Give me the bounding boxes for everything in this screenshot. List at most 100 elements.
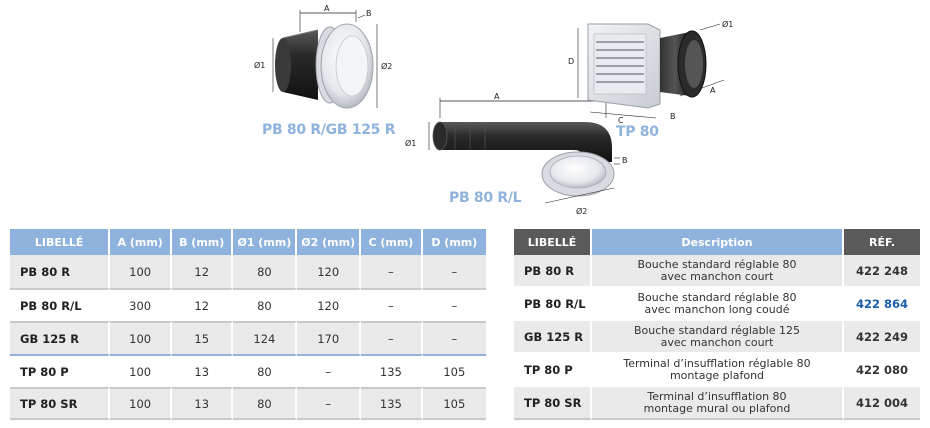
cell-o1: 80: [233, 387, 298, 420]
col-header-ref: RÉF.: [844, 229, 920, 255]
table-row: TP 80 P 100 13 80 – 135 105: [10, 354, 486, 387]
dim-d-label: D: [568, 57, 574, 66]
row-reference-highlighted: 422 864: [844, 288, 920, 321]
cell-o2: –: [297, 354, 362, 387]
dim-a-label: A: [494, 92, 500, 101]
row-reference: 412 004: [844, 387, 920, 420]
dimensions-table: LIBELLÉ A (mm) B (mm) Ø1 (mm) Ø2 (mm) C …: [10, 229, 486, 420]
dim-o1-label: Ø1: [405, 138, 416, 148]
cell-b: 13: [171, 387, 234, 420]
col-header-libelle: LIBELLÉ: [514, 229, 592, 255]
cell-c: 135: [361, 387, 423, 420]
table-row: TP 80 SR 100 13 80 – 135 105: [10, 387, 486, 420]
col-header-a: A (mm): [110, 229, 172, 255]
cell-c: –: [361, 255, 423, 288]
cell-o1: 80: [233, 255, 298, 288]
description-line: montage mural ou plafond: [643, 401, 791, 415]
row-description: Terminal d’insufflation réglable 80 mont…: [592, 354, 844, 387]
table-row: TP 80 SR Terminal d’insufflation 80 mont…: [514, 387, 920, 420]
cell-b: 12: [171, 255, 234, 288]
cell-b: 12: [171, 288, 234, 321]
tp80-drawing: D C B A Ø1: [568, 19, 733, 125]
description-line: avec manchon court: [660, 269, 774, 283]
dim-b-label: B: [366, 9, 372, 18]
pb80r-gb125r-drawing: A B Ø1 Ø2: [254, 4, 392, 109]
table-row: PB 80 R Bouche standard réglable 80 avec…: [514, 255, 920, 288]
dim-c-label: C: [618, 116, 624, 125]
table-row: PB 80 R/L Bouche standard réglable 80 av…: [514, 288, 920, 321]
description-line: montage plafond: [669, 368, 765, 382]
dim-o1-label: Ø1: [254, 60, 265, 70]
cell-a: 100: [110, 387, 172, 420]
row-reference: 422 248: [844, 255, 920, 288]
col-header-o2: Ø2 (mm): [297, 229, 362, 255]
table-row: GB 125 R Bouche standard réglable 125 av…: [514, 321, 920, 354]
cell-d: 105: [422, 387, 486, 420]
cell-o2: 170: [297, 321, 362, 354]
caption-pb80rl: PB 80 R/L: [449, 190, 522, 206]
cell-a: 100: [110, 255, 172, 288]
product-illustrations: A B Ø1 Ø2 A: [254, 4, 733, 216]
col-header-o1: Ø1 (mm): [233, 229, 298, 255]
dim-b-label: B: [622, 156, 628, 165]
caption-pb80r-gb125r: PB 80 R/GB 125 R: [262, 122, 396, 138]
cell-b: 13: [171, 354, 234, 387]
description-line: Bouche standard réglable 80: [637, 257, 797, 271]
table-row: GB 125 R 100 15 124 170 – –: [10, 321, 486, 354]
dim-o1-label: Ø1: [722, 19, 733, 29]
row-description: Bouche standard réglable 80 avec manchon…: [592, 288, 844, 321]
cell-d: 105: [422, 354, 486, 387]
cell-o2: 120: [297, 255, 362, 288]
cell-c: –: [361, 321, 423, 354]
row-label: PB 80 R/L: [514, 288, 592, 321]
cell-d: –: [422, 288, 486, 321]
cell-o1: 80: [233, 354, 298, 387]
col-header-libelle: LIBELLÉ: [10, 229, 111, 255]
caption-tp80: TP 80: [616, 124, 659, 140]
col-header-d: D (mm): [422, 229, 486, 255]
col-header-description: Description: [592, 229, 844, 255]
col-header-b: B (mm): [171, 229, 234, 255]
cell-o2: 120: [297, 288, 362, 321]
description-line: Bouche standard réglable 125: [634, 323, 800, 337]
cell-o1: 80: [233, 288, 298, 321]
dim-b-label: B: [670, 112, 676, 121]
table-row: TP 80 P Terminal d’insufflation réglable…: [514, 354, 920, 387]
cell-a: 300: [110, 288, 172, 321]
cell-o1: 124: [233, 321, 298, 354]
dim-o2-label: Ø2: [381, 61, 392, 71]
cell-d: –: [422, 255, 486, 288]
product-drawings: A B Ø1 Ø2 A: [254, 4, 733, 216]
description-line: Terminal d’insufflation réglable 80: [623, 356, 811, 370]
cell-a: 100: [110, 354, 172, 387]
references-header-row: LIBELLÉ Description RÉF.: [514, 229, 920, 255]
row-label: TP 80 SR: [514, 387, 592, 420]
dim-a-label: A: [324, 4, 330, 13]
dim-o2-label: Ø2: [576, 206, 587, 216]
cell-o2: –: [297, 387, 362, 420]
row-description: Terminal d’insufflation 80 montage mural…: [592, 387, 844, 420]
pb80rl-drawing: A Ø1 B Ø2: [405, 92, 628, 216]
row-label: GB 125 R: [514, 321, 592, 354]
cell-a: 100: [110, 321, 172, 354]
cell-c: 135: [361, 354, 423, 387]
row-reference: 422 080: [844, 354, 920, 387]
row-label: TP 80 P: [10, 354, 111, 387]
row-reference: 422 249: [844, 321, 920, 354]
description-line: avec manchon long coudé: [644, 302, 790, 316]
row-description: Bouche standard réglable 80 avec manchon…: [592, 255, 844, 288]
cell-d: –: [422, 321, 486, 354]
cell-c: –: [361, 288, 423, 321]
row-label: PB 80 R/L: [10, 288, 111, 321]
dimensions-header-row: LIBELLÉ A (mm) B (mm) Ø1 (mm) Ø2 (mm) C …: [10, 229, 486, 255]
table-row: PB 80 R/L 300 12 80 120 – –: [10, 288, 486, 321]
row-label: TP 80 SR: [10, 387, 111, 420]
col-header-c: C (mm): [361, 229, 423, 255]
table-row: PB 80 R 100 12 80 120 – –: [10, 255, 486, 288]
description-line: Terminal d’insufflation 80: [647, 389, 787, 403]
dim-a-label: A: [710, 86, 716, 95]
references-table: LIBELLÉ Description RÉF. PB 80 R Bouche …: [514, 229, 920, 420]
description-line: Bouche standard réglable 80: [637, 290, 797, 304]
row-label: PB 80 R: [10, 255, 111, 288]
cell-b: 15: [171, 321, 234, 354]
